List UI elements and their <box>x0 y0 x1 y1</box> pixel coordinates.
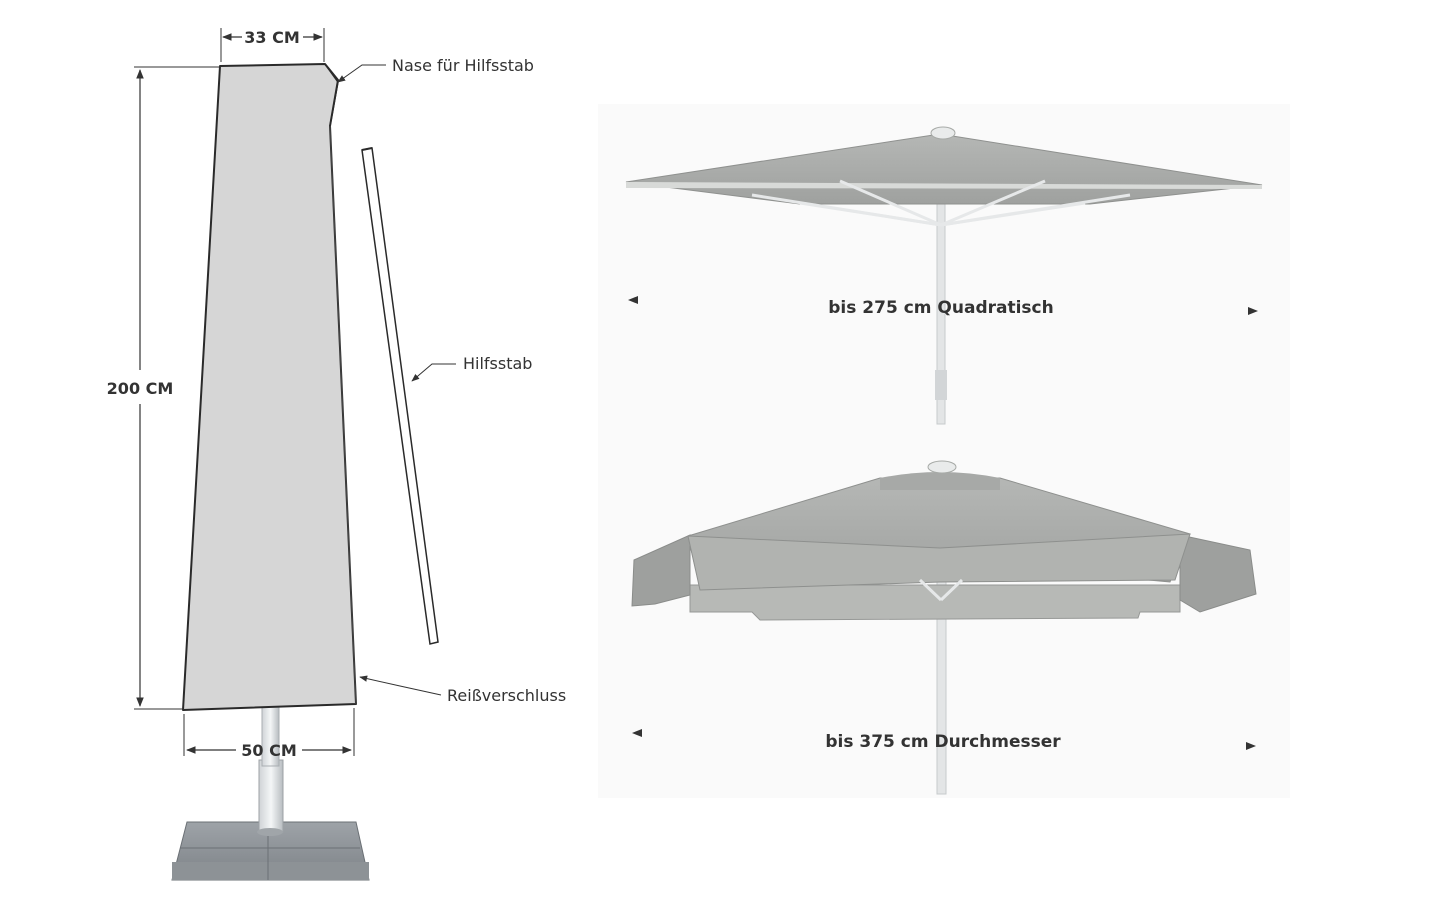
annotation-nose: Nase für Hilfsstab <box>337 56 534 83</box>
round-right-arrow <box>1246 742 1256 750</box>
support-rod <box>361 147 439 645</box>
cover-body <box>182 63 357 711</box>
round-left-arrow <box>632 729 642 737</box>
umbrella-stand <box>171 705 370 881</box>
height-dimension: 200 CM <box>107 66 220 710</box>
cover-drawing: 33 CM 200 CM 50 CM Nase für Hilfsstab Hi… <box>107 28 566 881</box>
bottom-width-label: 50 CM <box>241 741 297 760</box>
square-right-arrow <box>1248 307 1258 315</box>
annotation-rod: Hilfsstab <box>411 354 532 382</box>
height-label: 200 CM <box>107 379 174 398</box>
square-caption: bis 275 cm Quadratisch <box>828 298 1053 318</box>
round-caption: bis 375 cm Durchmesser <box>825 732 1061 752</box>
bottom-width-dimension: 50 CM <box>183 708 355 760</box>
top-width-dimension: 33 CM <box>220 28 325 62</box>
round-umbrella: bis 375 cm Durchmesser <box>631 460 1257 795</box>
rod-label: Hilfsstab <box>463 354 532 373</box>
top-width-label: 33 CM <box>244 28 300 47</box>
square-left-arrow <box>628 296 638 304</box>
zipper-label: Reißverschluss <box>447 686 566 705</box>
annotation-zipper: Reißverschluss <box>359 675 566 705</box>
zipper-line <box>329 125 357 705</box>
nose-label: Nase für Hilfsstab <box>392 56 534 75</box>
square-umbrella: bis 275 cm Quadratisch <box>625 126 1263 425</box>
